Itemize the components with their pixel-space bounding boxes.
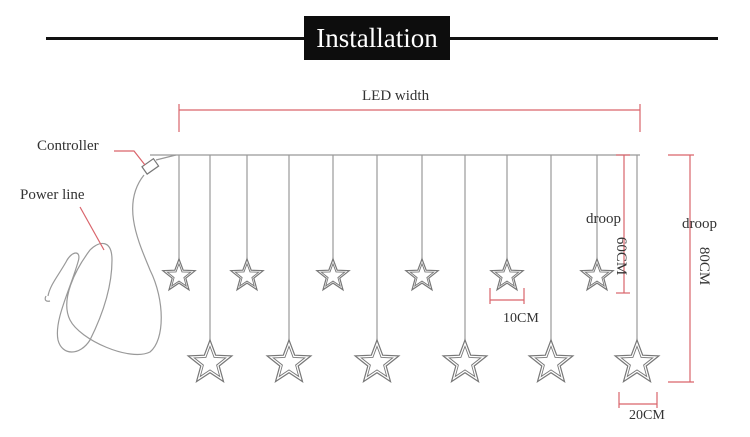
large-star-icon (186, 338, 234, 383)
led-width-label: LED width (362, 88, 430, 104)
small-star-icon (229, 257, 265, 292)
length-short-label: 60CM (613, 236, 629, 276)
power-line-leader (79, 206, 105, 251)
droop-short-label: droop (586, 211, 621, 227)
small-star-icon-inner (409, 262, 435, 287)
spacing-small-label: 10CM (503, 311, 539, 326)
spacing-large-label: 20CM (629, 408, 665, 423)
spacing-small-dimension (489, 288, 525, 304)
large-star-icon (353, 338, 401, 383)
small-star-icon (315, 257, 351, 292)
large-star-icon-inner (360, 345, 394, 378)
led-width-dimension (178, 104, 641, 132)
length-long-label: 80CM (696, 246, 712, 286)
small-star-icon-inner (166, 262, 192, 287)
droop-long-dimension (668, 154, 694, 383)
droop-short-dimension (616, 154, 630, 294)
controller-connector (155, 154, 177, 161)
small-star-icon-inner (494, 262, 520, 287)
large-star-icon (441, 338, 489, 383)
small-star-icon (404, 257, 440, 292)
large-star-icon-inner (193, 345, 227, 378)
small-star-icon (161, 257, 197, 292)
diagram-title: Installation (304, 16, 450, 60)
large-star-icon (527, 338, 575, 383)
power-line-label: Power line (20, 187, 85, 203)
large-star-icon-inner (534, 345, 568, 378)
power-line-cord (44, 174, 162, 356)
small-star-icon-inner (234, 262, 260, 287)
title-rule-right (450, 37, 718, 40)
small-star-icon (579, 257, 615, 292)
spacing-large-dimension (618, 392, 658, 408)
star-strings (161, 155, 661, 383)
controller-label: Controller (37, 138, 99, 154)
controller-box (141, 157, 160, 175)
large-star-icon-inner (620, 345, 654, 378)
small-star-icon (489, 257, 525, 292)
controller-leader (114, 150, 146, 166)
large-star-icon (613, 338, 661, 383)
droop-long-label: droop (682, 216, 717, 232)
small-star-icon-inner (320, 262, 346, 287)
large-star-icon-inner (448, 345, 482, 378)
small-star-icon-inner (584, 262, 610, 287)
large-star-icon-inner (272, 345, 306, 378)
title-rule-left (46, 37, 304, 40)
large-star-icon (265, 338, 313, 383)
